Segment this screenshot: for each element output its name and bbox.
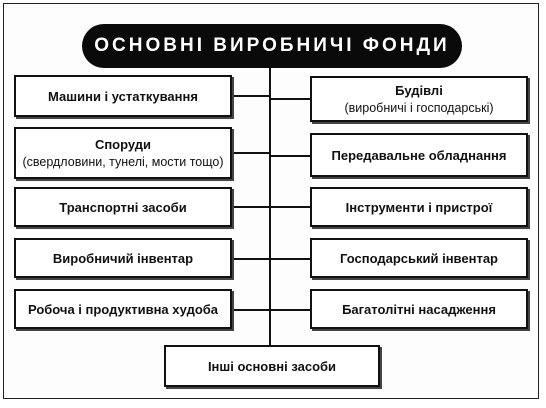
box-sublabel: (виробничі і господарські) (344, 101, 494, 115)
box-other-fixed-assets: Інші основні засоби (164, 345, 380, 387)
box-label: Машини і устаткування (48, 88, 198, 104)
box-label: Передавальне обладнання (331, 147, 507, 163)
box-sublabel: (свердловини, тунелі, мости тощо) (22, 155, 224, 169)
connector-left-3 (232, 206, 270, 208)
box-perennial-plantings: Багатолітні насадження (310, 289, 528, 329)
box-household-inventory: Господарський інвентар (310, 238, 528, 278)
box-label: Споруди (94, 137, 152, 152)
box-label: Інші основні засоби (207, 358, 337, 374)
box-label: Робоча і продуктивна худоба (27, 301, 219, 317)
box-transport: Транспортні засоби (14, 187, 232, 227)
connector-left-5 (232, 309, 270, 311)
connector-left-4 (232, 258, 270, 260)
box-tools: Інструменти і пристрої (310, 187, 528, 227)
box-label: Господарський інвентар (340, 250, 498, 266)
connector-left-2 (232, 152, 270, 154)
diagram-title: ОСНОВНІ ВИРОБНИЧІ ФОНДИ (82, 24, 462, 68)
connector-right-4 (270, 258, 310, 260)
box-label: Багатолітні насадження (342, 301, 496, 317)
box-label: Виробничий інвентар (52, 250, 194, 266)
box-livestock: Робоча і продуктивна худоба (14, 289, 232, 329)
connector-right-3 (270, 206, 310, 208)
box-buildings: Будівлі (виробничі і господарські) (310, 76, 528, 122)
box-label: Будівлі (395, 83, 443, 98)
connector-right-2 (270, 155, 310, 157)
connector-right-5 (270, 309, 310, 311)
connector-right-1 (270, 98, 310, 100)
box-label: Інструменти і пристрої (345, 199, 493, 215)
trunk-line (269, 68, 271, 348)
connector-left-1 (232, 95, 270, 97)
box-structures: Споруди (свердловини, тунелі, мости тощо… (14, 127, 232, 179)
box-production-inventory: Виробничий інвентар (14, 238, 232, 278)
box-transmission-equipment: Передавальне обладнання (310, 133, 528, 177)
box-label: Транспортні засоби (59, 199, 187, 215)
box-machinery: Машини і устаткування (14, 75, 232, 117)
